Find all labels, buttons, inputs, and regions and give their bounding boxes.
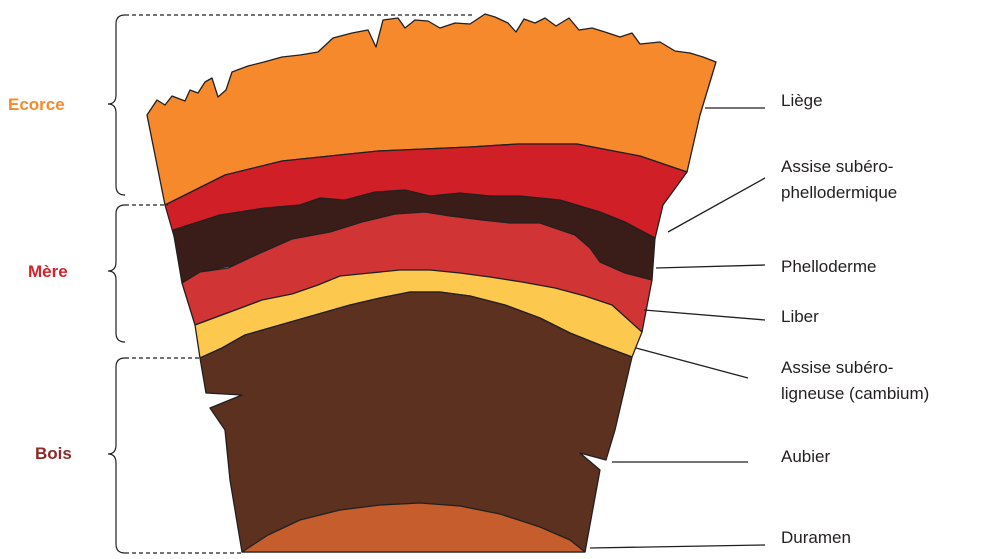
assise-subero-ligneuse-leader	[636, 348, 748, 378]
bois-brace	[108, 358, 125, 553]
label-duramen: Duramen	[781, 528, 851, 547]
ecorce-brace	[108, 15, 125, 195]
label-liege: Liège	[781, 91, 823, 110]
liber-leader	[644, 310, 765, 320]
label-phelloderme: Phelloderme	[781, 257, 876, 276]
label-assise-subero-ligneuse-1: Assise subéro-	[781, 358, 893, 377]
duramen-leader	[590, 545, 765, 548]
phelloderme-leader	[656, 265, 765, 268]
group-label-bois: Bois	[35, 444, 72, 463]
label-assise-subero-ligneuse-2: ligneuse (cambium)	[781, 384, 929, 403]
assise-subero-phello-leader	[668, 178, 765, 232]
label-aubier: Aubier	[781, 447, 830, 466]
label-assise-subero-phello-2: phellodermique	[781, 183, 897, 202]
label-liber: Liber	[781, 307, 819, 326]
group-label-mere: Mère	[28, 262, 68, 281]
label-assise-subero-phello-1: Assise subéro-	[781, 157, 893, 176]
group-label-ecorce: Ecorce	[8, 95, 65, 114]
mere-brace	[108, 205, 125, 342]
